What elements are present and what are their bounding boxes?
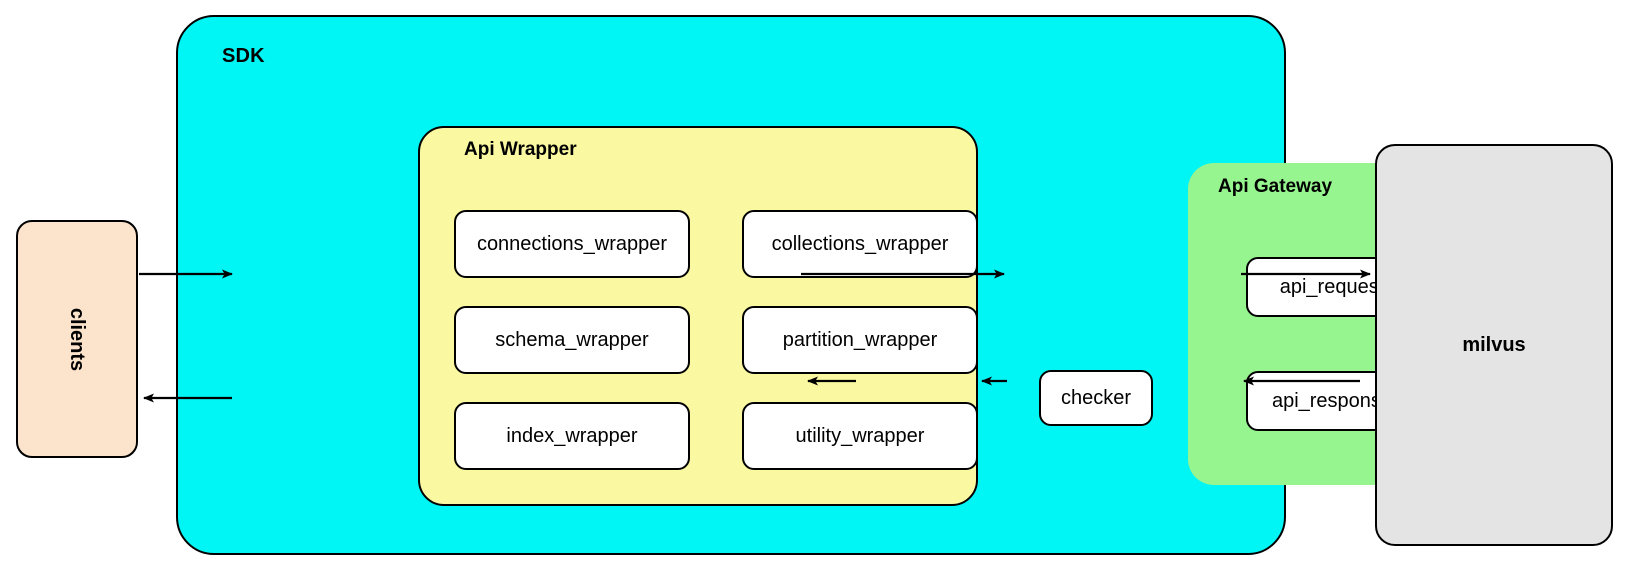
milvus-label: milvus	[1462, 333, 1526, 356]
collections-wrapper-label: collections_wrapper	[771, 232, 949, 255]
schema-wrapper-label: schema_wrapper	[495, 328, 649, 351]
schema-wrapper-box[interactable]: schema_wrapper	[454, 306, 690, 374]
api-wrapper-container[interactable]: Api Wrapper connections_wrapper collecti…	[418, 126, 978, 506]
checker-label: checker	[1060, 386, 1132, 409]
api-response-label: api_response	[1271, 389, 1393, 412]
clients-box[interactable]: clients	[16, 220, 138, 458]
api-gateway-label: Api Gateway	[1218, 176, 1333, 197]
partition-wrapper-label: partition_wrapper	[782, 328, 938, 351]
sdk-label: SDK	[222, 45, 265, 67]
index-wrapper-label: index_wrapper	[506, 424, 638, 447]
utility-wrapper-label: utility_wrapper	[795, 424, 925, 447]
partition-wrapper-box[interactable]: partition_wrapper	[742, 306, 978, 374]
milvus-box[interactable]: milvus	[1375, 144, 1613, 546]
api-request-label: api_request	[1279, 275, 1385, 298]
clients-label: clients	[66, 307, 89, 371]
connections-wrapper-label: connections_wrapper	[476, 232, 668, 255]
checker-box[interactable]: checker	[1039, 370, 1153, 426]
collections-wrapper-box[interactable]: collections_wrapper	[742, 210, 978, 278]
api-request-box[interactable]: api_request	[1246, 257, 1418, 317]
index-wrapper-box[interactable]: index_wrapper	[454, 402, 690, 470]
connections-wrapper-box[interactable]: connections_wrapper	[454, 210, 690, 278]
utility-wrapper-box[interactable]: utility_wrapper	[742, 402, 978, 470]
api-wrapper-label: Api Wrapper	[464, 139, 577, 160]
sdk-container[interactable]: SDK Api Wrapper connections_wrapper coll…	[176, 15, 1418, 555]
